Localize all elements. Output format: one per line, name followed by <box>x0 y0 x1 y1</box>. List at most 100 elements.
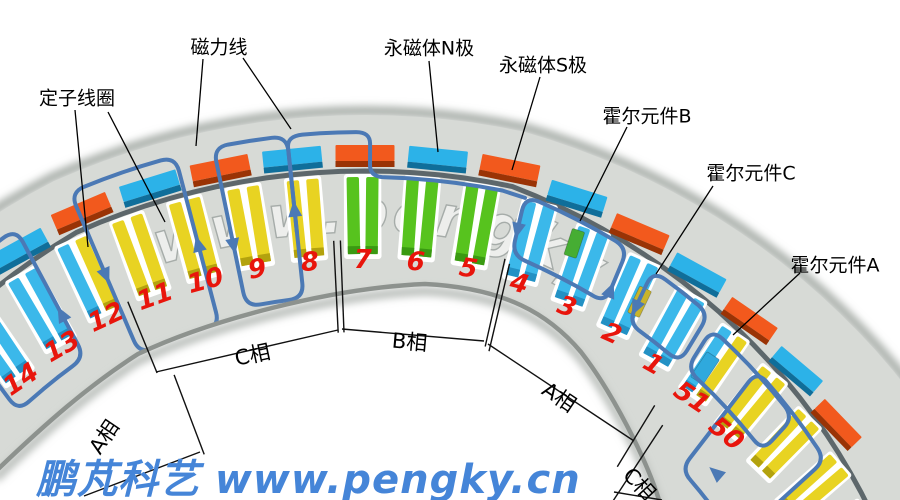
coil-bar-phase-b <box>365 176 379 255</box>
bore-shadow <box>0 286 662 500</box>
stator-slot <box>109 210 172 302</box>
air-gap-line <box>0 168 868 500</box>
magnet-n-pole <box>119 169 182 208</box>
rotor-outer-shadow <box>0 105 900 382</box>
phase-bracket-tick <box>173 374 205 455</box>
coil-bar-phase-a <box>0 304 31 374</box>
coil-bar-phase-c <box>169 202 202 280</box>
magnet-n-pole <box>0 228 51 275</box>
phase-label: B相 <box>391 329 428 356</box>
magnet-s-pole <box>189 154 252 188</box>
magnet-s-pole <box>335 145 395 167</box>
flux-arrow <box>288 200 303 218</box>
phase-bracket-tick <box>488 263 511 352</box>
phase-bracket-tick <box>333 240 339 333</box>
phase-bracket-tick <box>612 424 664 500</box>
coil-bar-phase-c <box>246 185 272 264</box>
leader-line <box>579 126 628 222</box>
coil-bar-phase-c <box>789 467 848 500</box>
phase-bracket-tick <box>484 258 506 347</box>
flux-loop <box>512 198 626 301</box>
coil-bar-phase-b <box>401 178 419 256</box>
leader-line <box>242 57 292 130</box>
leader-line <box>107 111 166 223</box>
phase-bracket-tick <box>339 240 345 333</box>
leader-line <box>74 109 89 248</box>
label-stator-coil: 定子线圈 <box>38 87 116 110</box>
flux-arrow <box>225 237 239 255</box>
slot-number: 8 <box>300 247 321 278</box>
flux-arrow <box>193 235 207 254</box>
coil-bar-phase-c <box>188 197 219 275</box>
leader-line <box>732 272 801 336</box>
coil-bar-phase-a <box>554 226 590 301</box>
coil-bar-phase-b <box>454 184 479 263</box>
label-hall-c: 霍尔元件C <box>706 162 796 185</box>
label-flux-lines: 磁力线 <box>190 36 248 59</box>
site-credit-text: 鹏芃科艺 www.pengky.cn <box>36 457 581 500</box>
stator-bore <box>0 284 659 500</box>
coil-bar-phase-c <box>130 213 168 291</box>
permanent-magnets <box>0 145 862 452</box>
stator-slot <box>0 301 35 389</box>
coil-bar-phase-a <box>506 200 536 278</box>
label-magnet-s-pole: 永磁体S极 <box>498 54 588 77</box>
coil-bar-phase-c <box>112 220 151 297</box>
magnet-s-pole <box>810 399 862 452</box>
coil-bar-phase-b <box>471 187 498 266</box>
coil-bar-phase-c <box>306 178 325 257</box>
phase-bracket-line <box>487 343 635 442</box>
flux-arrow <box>512 221 526 239</box>
leader-line <box>195 58 204 147</box>
flux-arrow <box>57 306 72 324</box>
label-hall-b: 霍尔元件B <box>602 105 692 128</box>
phase-bracket-line <box>613 491 663 500</box>
magnet-n-pole <box>667 252 727 298</box>
magnet-n-pole <box>262 145 323 174</box>
phase-bracket-line <box>341 328 485 342</box>
coil-bar-phase-a <box>657 298 704 367</box>
slot-number: 5 <box>457 252 480 285</box>
slot-number: 9 <box>246 253 269 286</box>
coil-bar-phase-b <box>346 177 361 255</box>
bore-edge <box>0 281 662 500</box>
magnet-s-pole <box>478 154 541 188</box>
coil-bar-phase-c <box>750 409 806 468</box>
coil-bar-phase-c <box>761 421 819 479</box>
slot-number: 6 <box>406 246 426 277</box>
annotation-leader-lines <box>74 57 801 336</box>
stator-slot <box>397 175 442 263</box>
magnet-n-pole <box>407 145 468 174</box>
leader-line <box>428 60 439 153</box>
coil-bar-phase-c <box>75 236 118 311</box>
flux-arrow <box>601 282 615 300</box>
slot-number: 7 <box>354 245 373 275</box>
leader-line <box>511 76 541 171</box>
stator-slots <box>0 173 877 500</box>
stator-slot <box>450 181 501 271</box>
coil-bar-phase-c <box>227 188 254 267</box>
stator-slot <box>343 173 382 260</box>
hall-sensor-b <box>563 228 585 259</box>
coil-bar-phase-a <box>0 315 16 384</box>
flux-loop <box>630 273 707 360</box>
leader-line <box>655 185 714 275</box>
flux-arrow <box>631 298 645 316</box>
coil-bar-phase-a <box>8 278 58 350</box>
stator-slot <box>638 285 708 372</box>
coil-bar-phase-a <box>57 244 102 319</box>
flux-loop-apex <box>286 130 527 234</box>
phase-bracket-tick <box>127 301 158 374</box>
phase-bracket-line <box>83 451 201 497</box>
stator-slot <box>54 232 122 324</box>
flux-loop <box>689 332 791 448</box>
phase-bracket-line <box>155 329 339 373</box>
coil-bar-phase-b <box>418 179 439 258</box>
flux-arrow <box>709 467 726 483</box>
flux-loop <box>0 232 83 408</box>
coil-bar-phase-a <box>600 255 641 329</box>
label-hall-a: 霍尔元件A <box>790 254 880 277</box>
label-magnet-n-pole: 永磁体N极 <box>383 37 475 60</box>
